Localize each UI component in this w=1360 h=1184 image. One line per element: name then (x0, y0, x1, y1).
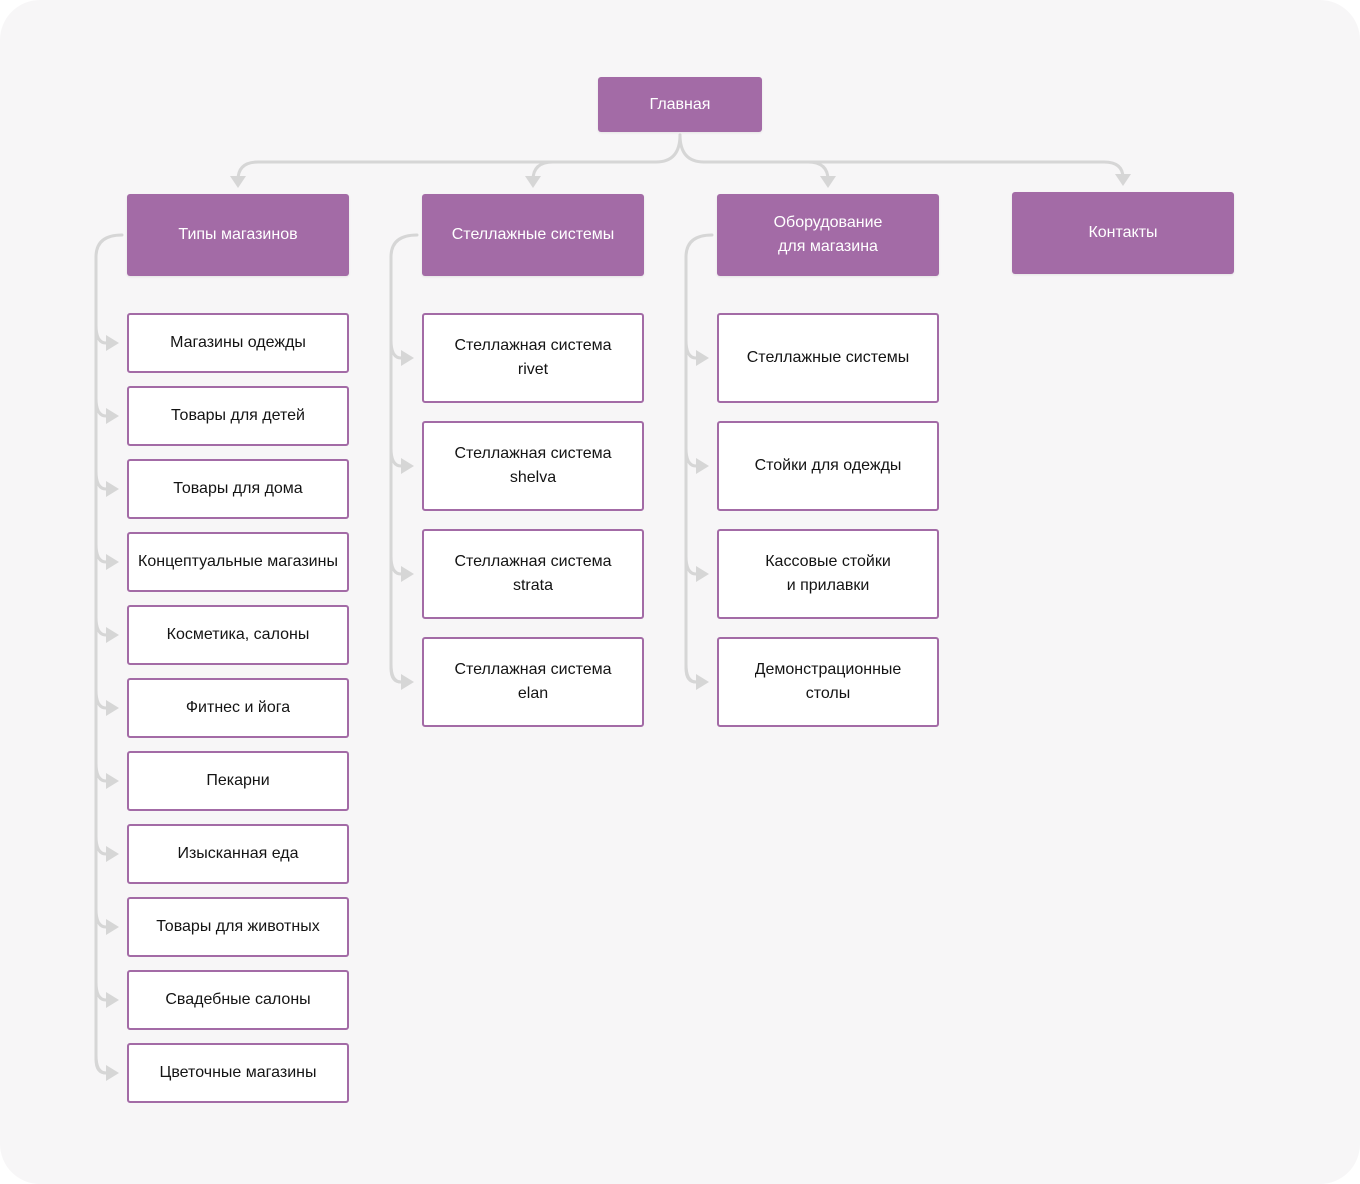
root-node[interactable]: Главная (598, 77, 762, 132)
connector-line (389, 662, 403, 684)
connector-arrow (106, 481, 119, 497)
child-node[interactable]: Изысканная еда (127, 824, 349, 884)
connector-arrow (106, 554, 119, 570)
connector-line (94, 233, 124, 1075)
child-node[interactable]: Цветочные магазины (127, 1043, 349, 1103)
connector-arrow (230, 176, 246, 188)
child-label: Изысканная еда (177, 845, 299, 862)
child-label: Стеллажная система rivet (454, 337, 612, 378)
child-node[interactable]: Стеллажная система elan (422, 637, 644, 727)
connector-arrow (106, 627, 119, 643)
connector-line (684, 233, 714, 684)
connector-line (531, 160, 658, 182)
connector-line (94, 761, 108, 783)
connector-arrow (106, 408, 119, 424)
connector-line (389, 338, 403, 360)
child-node[interactable]: Свадебные салоны (127, 970, 349, 1030)
section-node-shop-equipment[interactable]: Оборудование для магазина (717, 194, 939, 276)
connector-line (389, 233, 419, 684)
child-label: Стеллажная система shelva (454, 445, 612, 486)
connector-line (389, 446, 403, 468)
child-node[interactable]: Стойки для одежды (717, 421, 939, 511)
child-node[interactable]: Стеллажные системы (717, 313, 939, 403)
connector-arrow (525, 176, 541, 188)
section-label: Оборудование для магазина (773, 214, 883, 255)
child-node[interactable]: Товары для дома (127, 459, 349, 519)
child-label: Кассовые стойки и прилавки (765, 553, 891, 594)
child-label: Пекарни (206, 772, 270, 789)
child-label: Магазины одежды (170, 334, 306, 351)
child-node[interactable]: Концептуальные магазины (127, 532, 349, 592)
connector-arrow (401, 350, 414, 366)
connector-line (94, 323, 108, 345)
child-node[interactable]: Товары для детей (127, 386, 349, 446)
section-label: Контакты (1088, 224, 1158, 241)
connector-line (94, 615, 108, 637)
connector-arrow (1115, 174, 1131, 186)
child-label: Цветочные магазины (159, 1064, 317, 1081)
connector-arrow (401, 674, 414, 690)
connector-arrow (696, 458, 709, 474)
connector-line (94, 396, 108, 418)
connector-arrow (106, 992, 119, 1008)
connector-arrow (106, 335, 119, 351)
connector-arrow (106, 846, 119, 862)
section-label: Типы магазинов (178, 226, 298, 243)
connector-line (678, 133, 830, 182)
connector-arrow (696, 350, 709, 366)
connector-arrow (696, 674, 709, 690)
child-label: Товары для дома (173, 480, 303, 497)
connector-line (684, 446, 698, 468)
connector-arrow (401, 566, 414, 582)
connector-arrow (106, 1065, 119, 1081)
connector-line (236, 133, 682, 182)
section-node-contacts[interactable]: Контакты (1012, 192, 1234, 274)
child-node[interactable]: Кассовые стойки и прилавки (717, 529, 939, 619)
child-node[interactable]: Фитнес и йога (127, 678, 349, 738)
connector-line (94, 542, 108, 564)
child-label: Концептуальные магазины (138, 553, 338, 570)
child-label: Стеллажные системы (746, 349, 910, 366)
connector-line (94, 688, 108, 710)
section-label: Стеллажные системы (451, 226, 615, 243)
child-label: Косметика, салоны (166, 626, 310, 643)
connector-line (702, 160, 1125, 180)
section-node-shelving-systems[interactable]: Стеллажные системы (422, 194, 644, 276)
child-node[interactable]: Косметика, салоны (127, 605, 349, 665)
child-label: Стеллажная система elan (454, 661, 612, 702)
connector-line (684, 338, 698, 360)
child-label: Товары для животных (156, 918, 320, 935)
section-node-shop-types[interactable]: Типы магазинов (127, 194, 349, 276)
child-label: Стойки для одежды (754, 457, 902, 474)
child-node[interactable]: Стеллажная система shelva (422, 421, 644, 511)
child-label: Свадебные салоны (165, 991, 311, 1008)
child-label: Стеллажная система strata (454, 553, 612, 594)
connector-arrow (401, 458, 414, 474)
root-node-label: Главная (649, 95, 711, 113)
connector-line (94, 469, 108, 491)
child-label: Фитнес и йога (185, 699, 291, 716)
connector-line (684, 662, 698, 684)
connector-line (684, 554, 698, 576)
child-node[interactable]: Демонстрационные столы (717, 637, 939, 727)
child-label: Демонстрационные столы (754, 661, 902, 702)
connector-arrow (696, 566, 709, 582)
child-label: Товары для детей (171, 407, 305, 424)
connector-arrow (820, 176, 836, 188)
connector-arrow (106, 700, 119, 716)
connector-line (94, 907, 108, 929)
child-node[interactable]: Стеллажная система strata (422, 529, 644, 619)
child-node[interactable]: Пекарни (127, 751, 349, 811)
connector-line (389, 554, 403, 576)
connector-arrow (106, 919, 119, 935)
connector-line (94, 1053, 108, 1075)
child-node[interactable]: Магазины одежды (127, 313, 349, 373)
connector-line (94, 980, 108, 1002)
child-node[interactable]: Товары для животных (127, 897, 349, 957)
connector-arrow (106, 773, 119, 789)
child-node[interactable]: Стеллажная система rivet (422, 313, 644, 403)
connector-line (94, 834, 108, 856)
